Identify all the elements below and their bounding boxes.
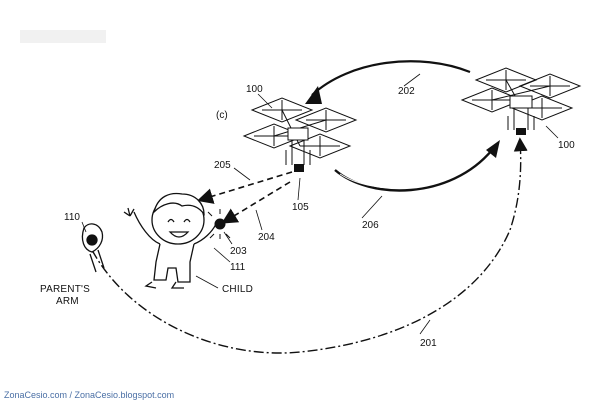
drone-right bbox=[460, 67, 582, 135]
ref-dash-204: 204 bbox=[258, 232, 275, 243]
blank-tab-mark bbox=[20, 30, 106, 43]
label-parent-arm-line1: PARENT'S bbox=[40, 284, 90, 295]
leader-lines bbox=[81, 73, 559, 335]
parent-arm bbox=[81, 223, 105, 273]
credit-text: ZonaCesio.com / ZonaCesio.blogspot.com bbox=[4, 390, 175, 400]
dash-204 bbox=[221, 181, 291, 224]
ref-drone-right: 100 bbox=[558, 140, 575, 151]
child-figure bbox=[123, 192, 217, 289]
ref-arc-202: 202 bbox=[398, 86, 415, 97]
drone-left bbox=[242, 97, 358, 172]
ref-device-203: 203 bbox=[230, 246, 247, 257]
ref-parent-110: 110 bbox=[64, 212, 80, 223]
child-device bbox=[207, 209, 233, 239]
ref-camera-105: 105 bbox=[292, 202, 309, 213]
arc-201 bbox=[91, 137, 528, 354]
ref-arc-206: 206 bbox=[362, 220, 379, 231]
label-parent-arm-line2: ARM bbox=[56, 296, 79, 307]
ref-arc-201: 201 bbox=[420, 338, 437, 349]
ref-child-111: 111 bbox=[230, 262, 246, 273]
label-child: CHILD bbox=[222, 284, 253, 295]
label-panel: (c) bbox=[216, 110, 228, 121]
dash-205 bbox=[196, 171, 293, 204]
ref-dash-205: 205 bbox=[214, 160, 231, 171]
arc-206 bbox=[334, 140, 500, 192]
ref-drone-left: 100 bbox=[246, 84, 263, 95]
arc-202 bbox=[305, 60, 471, 104]
